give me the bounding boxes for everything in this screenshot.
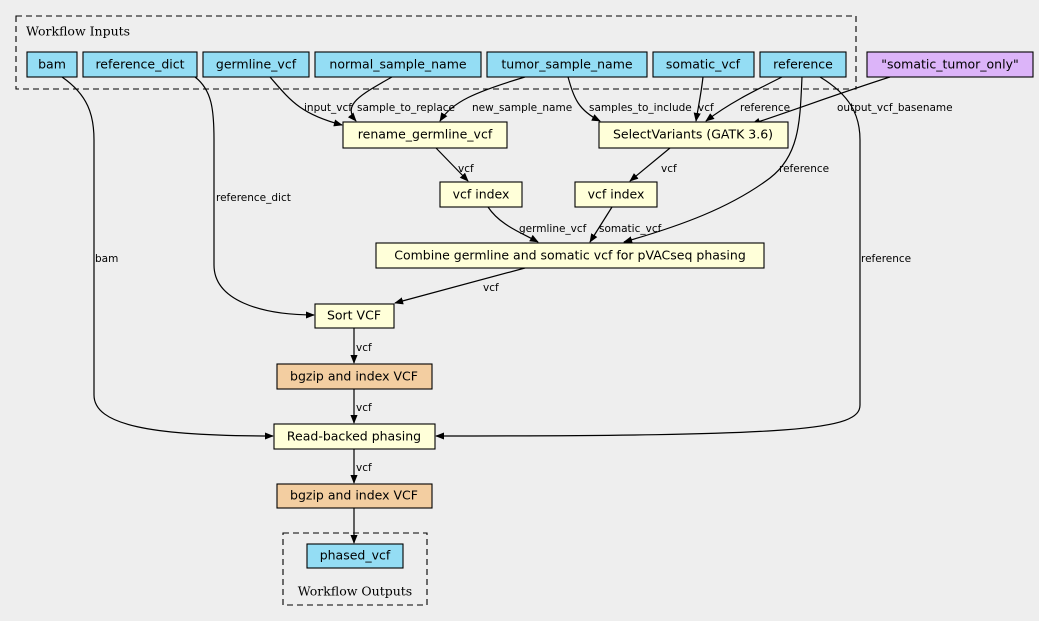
input-node-germline-vcf: germline_vcf xyxy=(202,51,310,78)
edge-label-phasing-reference: reference xyxy=(861,253,911,265)
step-node-vcf-index-germline: vcf index xyxy=(439,181,523,208)
edge-labels: input_vcf sample_to_replace new_sample_n… xyxy=(95,102,953,474)
constant-node-somatic-tumor-only-label: "somatic_tumor_only" xyxy=(881,57,1018,72)
edge-label-select-vcf: vcf xyxy=(698,102,714,114)
step-node-select-variants-label: SelectVariants (GATK 3.6) xyxy=(613,127,773,142)
edge-reference-dict-to-sort xyxy=(194,76,315,319)
input-node-bam: bam xyxy=(26,51,78,78)
output-node-phased-vcf-label: phased_vcf xyxy=(320,548,391,563)
edge-rename-to-vcf-index xyxy=(435,147,469,182)
edge-constant-to-select xyxy=(751,76,891,125)
edge-combine-to-sort xyxy=(394,267,526,305)
edge-vcf-index-to-combine-somatic xyxy=(589,206,613,243)
edge-label-sample-to-replace: sample_to_replace xyxy=(357,102,455,114)
edge-germline-vcf-to-rename xyxy=(269,76,343,127)
edge-tumor-sample-to-rename xyxy=(439,76,526,122)
edge-label-input-vcf: input_vcf xyxy=(304,102,352,114)
input-node-tumor-sample-name-label: tumor_sample_name xyxy=(501,57,632,72)
edge-label-new-sample-name: new_sample_name xyxy=(472,102,572,114)
edge-label-combine-vcf: vcf xyxy=(483,282,499,294)
edge-label-phasing-vcf: vcf xyxy=(356,462,372,474)
edge-normal-sample-to-rename xyxy=(347,76,393,122)
edge-label-reference-dict: reference_dict xyxy=(216,192,291,204)
edge-label-rename-vcf: vcf xyxy=(458,163,474,175)
input-node-somatic-vcf: somatic_vcf xyxy=(652,51,755,78)
step-node-bgzip-1-label: bgzip and index VCF xyxy=(290,369,418,384)
edge-reference-to-combine xyxy=(623,76,803,244)
edge-label-output-vcf-basename: output_vcf_basename xyxy=(837,102,953,114)
workflow-outputs-cluster: Workflow Outputs xyxy=(282,532,428,606)
input-node-reference-dict: reference_dict xyxy=(82,51,198,78)
edge-label-select-reference: reference xyxy=(740,102,790,114)
input-node-tumor-sample-name: tumor_sample_name xyxy=(486,51,648,78)
edge-label-sort-vcf: vcf xyxy=(356,342,372,354)
step-node-read-backed-phasing-label: Read-backed phasing xyxy=(287,429,421,444)
input-node-normal-sample-name-label: normal_sample_name xyxy=(329,57,467,72)
edge-select-to-vcf-index xyxy=(629,147,671,182)
step-node-read-backed-phasing: Read-backed phasing xyxy=(273,423,436,450)
edge-label-bam: bam xyxy=(95,253,118,265)
step-node-vcf-index-germline-label: vcf index xyxy=(453,187,510,202)
input-node-bam-label: bam xyxy=(38,57,66,72)
input-node-somatic-vcf-label: somatic_vcf xyxy=(666,57,741,72)
edge-somatic-vcf-to-select xyxy=(693,76,704,122)
step-node-sort-vcf-label: Sort VCF xyxy=(327,308,381,323)
step-node-combine: Combine germline and somatic vcf for pVA… xyxy=(375,242,765,269)
input-node-normal-sample-name: normal_sample_name xyxy=(314,51,482,78)
input-node-reference-label: reference xyxy=(773,57,833,72)
step-node-vcf-index-somatic-label: vcf index xyxy=(588,187,645,202)
step-node-rename-germline-vcf-label: rename_germline_vcf xyxy=(358,127,493,142)
constant-node-somatic-tumor-only: "somatic_tumor_only" xyxy=(866,51,1034,78)
edge-reference-to-phasing xyxy=(435,76,861,440)
step-node-bgzip-1: bgzip and index VCF xyxy=(276,363,433,390)
input-node-reference-dict-label: reference_dict xyxy=(95,57,184,72)
step-node-sort-vcf: Sort VCF xyxy=(314,303,395,329)
step-node-rename-germline-vcf: rename_germline_vcf xyxy=(342,121,508,149)
edge-label-bgzip-vcf: vcf xyxy=(356,402,372,414)
workflow-inputs-label: Workflow Inputs xyxy=(26,24,130,39)
input-node-germline-vcf-label: germline_vcf xyxy=(216,57,297,72)
edge-label-samples-to-include: samples_to_include xyxy=(589,102,692,114)
step-node-combine-label: Combine germline and somatic vcf for pVA… xyxy=(394,248,746,263)
step-node-bgzip-2: bgzip and index VCF xyxy=(276,483,433,509)
edge-tumor-sample-to-select xyxy=(567,76,601,122)
edge-label-combine-reference: reference xyxy=(779,163,829,175)
output-node-phased-vcf: phased_vcf xyxy=(306,543,404,569)
step-node-select-variants: SelectVariants (GATK 3.6) xyxy=(598,121,789,149)
input-node-reference: reference xyxy=(759,51,847,78)
workflow-inputs-cluster: Workflow Inputs xyxy=(15,15,857,90)
edge-bam-to-phasing xyxy=(61,76,274,440)
edge-vcf-index-to-combine-germline xyxy=(487,206,539,243)
edge-label-select-out-vcf: vcf xyxy=(661,163,677,175)
step-node-vcf-index-somatic: vcf index xyxy=(574,181,658,208)
step-node-bgzip-2-label: bgzip and index VCF xyxy=(290,488,418,503)
edge-label-somatic-vcf: somatic_vcf xyxy=(599,223,662,235)
workflow-outputs-label: Workflow Outputs xyxy=(298,584,412,599)
edge-reference-to-select xyxy=(705,76,783,122)
edge-label-germline-vcf: germline_vcf xyxy=(519,223,587,235)
edges xyxy=(61,76,891,544)
